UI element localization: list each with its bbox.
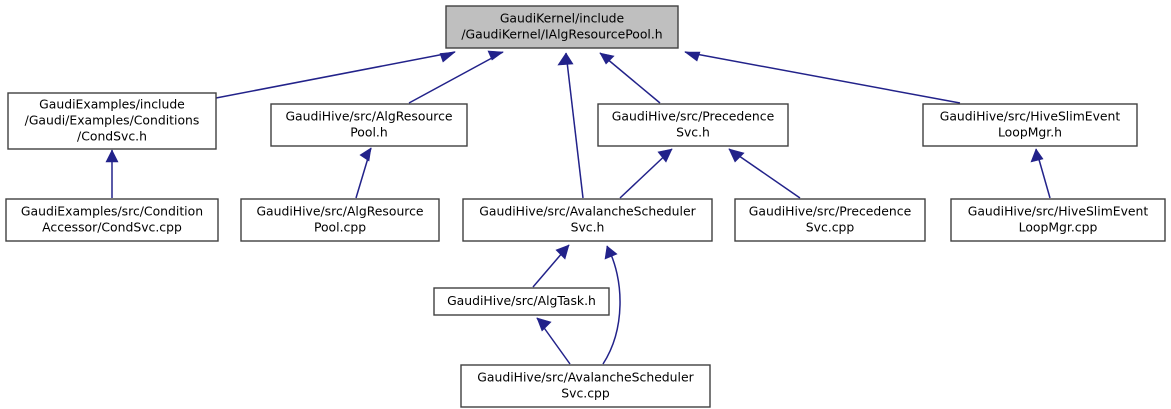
node-label-line: GaudiHive/src/Precedence [612, 109, 774, 124]
node-label-line: GaudiHive/src/AlgTask.h [447, 293, 596, 308]
node-condsvc_h[interactable]: GaudiExamples/include/Gaudi/Examples/Con… [7, 92, 217, 150]
node-algresourcepool_cpp[interactable]: GaudiHive/src/AlgResourcePool.cpp [240, 198, 440, 242]
arrowhead-icon [604, 245, 618, 260]
node-label-line: LoopMgr.h [998, 125, 1062, 140]
node-box[interactable] [462, 198, 713, 242]
arrowhead-icon [555, 244, 570, 260]
arrowhead-icon [599, 52, 615, 65]
node-box[interactable] [240, 198, 440, 242]
edge-algresourcepool_cpp-to-algresourcepool_h [355, 147, 372, 199]
arrowhead-icon [536, 317, 552, 332]
node-label-line: GaudiHive/src/Precedence [749, 204, 911, 219]
node-label-line: /Gaudi/Examples/Conditions [25, 113, 200, 128]
node-label-line: Pool.cpp [314, 220, 366, 235]
node-box[interactable] [460, 364, 711, 408]
node-label-line: Svc.cpp [561, 386, 610, 401]
edge-avalanchescheduler_cpp-to-algtask_h [536, 317, 571, 365]
node-box[interactable] [950, 198, 1166, 242]
edge-line [602, 245, 621, 365]
node-box[interactable] [270, 103, 468, 147]
edge-line [599, 52, 661, 104]
edges-layer [105, 50, 1051, 365]
node-box[interactable] [5, 198, 219, 242]
node-condsvc_cpp[interactable]: GaudiExamples/src/ConditionAccessor/Cond… [5, 198, 219, 242]
node-label-line: GaudiHive/src/AvalancheScheduler [479, 204, 696, 219]
arrowhead-icon [359, 147, 372, 162]
node-label-line: /GaudiKernel/IAlgResourcePool.h [461, 27, 662, 42]
edge-algtask_h-to-avalanchescheduler_h [532, 244, 570, 288]
node-label-line: Pool.h [350, 125, 387, 140]
node-box[interactable] [445, 5, 679, 49]
arrowhead-icon [487, 50, 504, 61]
edge-avalanchescheduler_h-to-root [557, 52, 584, 199]
edge-precedencesvc_cpp-to-precedencesvc_h [728, 148, 801, 199]
arrowhead-icon [728, 148, 745, 163]
node-box[interactable] [922, 103, 1138, 147]
node-label-line: GaudiKernel/include [500, 11, 624, 26]
edge-line [728, 148, 801, 199]
arrowhead-icon [439, 51, 456, 63]
node-label-line: Svc.h [571, 220, 605, 235]
edge-hiveslimeventloopmgr_cpp-to-hiveslimeventloopmgr_h [1030, 148, 1051, 199]
arrowhead-icon [1030, 148, 1044, 163]
node-label-line: GaudiHive/src/AlgResource [285, 109, 452, 124]
arrowhead-icon [557, 52, 574, 66]
edge-line [565, 52, 584, 199]
edge-precedencesvc_h-to-root [599, 52, 661, 104]
node-label-line: LoopMgr.cpp [1019, 220, 1098, 235]
node-algtask_h[interactable]: GaudiHive/src/AlgTask.h [433, 287, 610, 316]
node-label-line: Accessor/CondSvc.cpp [42, 220, 182, 235]
node-label-line: GaudiExamples/src/Condition [21, 204, 203, 219]
arrowhead-icon [684, 51, 701, 62]
node-box[interactable] [433, 287, 610, 316]
node-root[interactable]: GaudiKernel/include/GaudiKernel/IAlgReso… [445, 5, 679, 49]
edge-line [215, 51, 456, 99]
node-box[interactable] [7, 92, 217, 150]
node-label-line: GaudiHive/src/HiveSlimEvent [968, 204, 1149, 219]
node-label-line: Svc.cpp [806, 220, 855, 235]
node-box[interactable] [734, 198, 926, 242]
edge-condsvc_h-to-root [215, 51, 456, 99]
nodes-layer: GaudiKernel/include/GaudiKernel/IAlgReso… [5, 5, 1166, 408]
edge-line [684, 51, 961, 104]
edge-hiveslimeventloopmgr_h-to-root [684, 51, 961, 104]
edge-avalanchescheduler_cpp-to-avalanchescheduler_h [602, 245, 621, 365]
node-label-line: /CondSvc.h [77, 129, 147, 144]
arrowhead-icon [657, 148, 673, 163]
edge-condsvc_cpp-to-condsvc_h [105, 149, 119, 198]
edge-line [408, 51, 504, 104]
node-label-line: GaudiExamples/include [39, 97, 185, 112]
arrowhead-icon [105, 149, 119, 163]
edge-algresourcepool_h-to-root [408, 50, 504, 104]
node-box[interactable] [597, 103, 789, 147]
node-label-line: GaudiHive/src/HiveSlimEvent [940, 109, 1121, 124]
node-label-line: GaudiHive/src/AlgResource [256, 204, 423, 219]
node-label-line: Svc.h [676, 125, 710, 140]
node-label-line: GaudiHive/src/AvalancheScheduler [477, 370, 694, 385]
edge-avalanchescheduler_h-to-precedencesvc_h [619, 148, 673, 199]
node-algresourcepool_h[interactable]: GaudiHive/src/AlgResourcePool.h [270, 103, 468, 147]
